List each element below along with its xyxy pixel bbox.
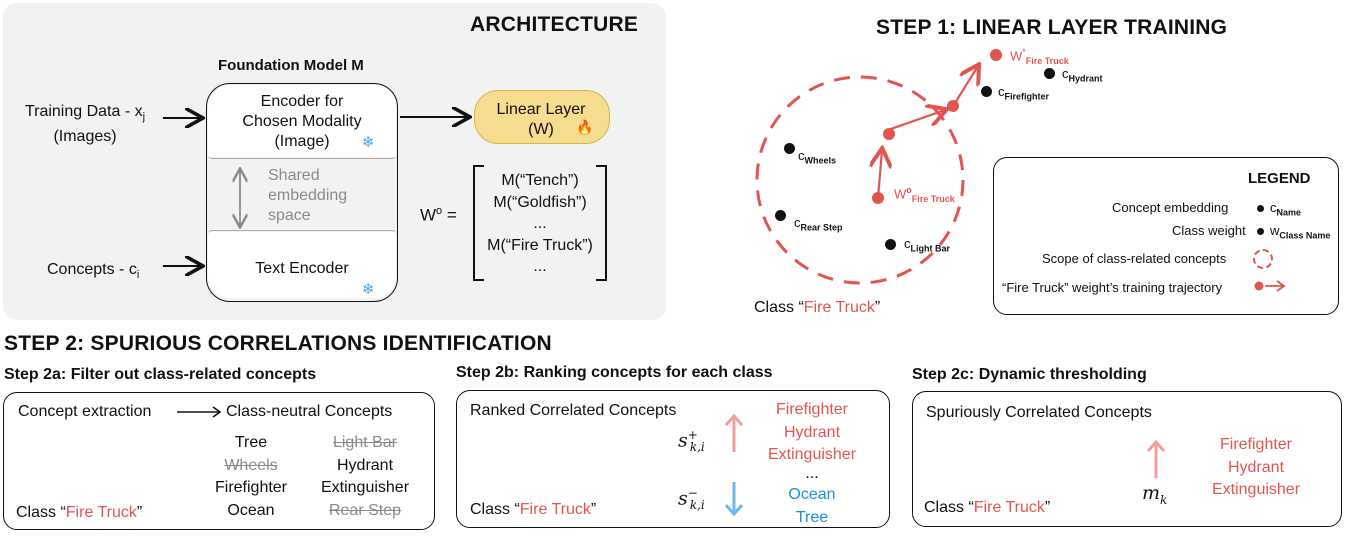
fire-icon: 🔥 — [576, 119, 594, 135]
architecture-arrows — [163, 0, 607, 281]
text-encoder-fill — [208, 232, 396, 298]
legend-concept-dot — [1257, 205, 1264, 212]
w-star-label: W*Fire Truck — [1010, 47, 1069, 66]
legend-scope: Scope of class-related concepts — [1042, 251, 1227, 266]
s-plus-label: s+k,i — [678, 428, 705, 455]
legend-concept-embedding: Concept embedding — [1112, 200, 1229, 215]
legend-title: LEGEND — [1248, 170, 1311, 187]
training-data-label: Training Data - xj (Images) — [24, 103, 146, 146]
w-star-point — [990, 49, 1002, 61]
step2b-box — [456, 390, 890, 528]
w0-point-label: WoFire Truck — [894, 185, 955, 204]
linear-layer-box — [474, 90, 610, 144]
firefighter-point — [981, 86, 992, 97]
step1-diagram — [755, 40, 1020, 285]
rear-step-point — [775, 210, 786, 221]
legend-weight-symbol: wClass Name — [1270, 223, 1331, 241]
text-encoder-divider — [208, 230, 396, 234]
step1-title: STEP 1: LINEAR LAYER TRAINING — [876, 16, 1228, 39]
ranked-heading: Ranked Correlated Concepts — [470, 402, 677, 419]
step2b-bottom-concepts: Ocean Tree — [788, 486, 836, 526]
hydrant-label: cHydrant — [1062, 66, 1103, 84]
rank-arrows — [724, 413, 744, 517]
step2b-title: Step 2b: Ranking concepts for each class — [456, 364, 773, 381]
step2a-title: Step 2a: Filter out class-related concep… — [4, 366, 317, 383]
spurious-heading: Spuriously Correlated Concepts — [926, 404, 1152, 421]
shared-embedding-label: Shared embedding space — [268, 167, 348, 224]
legend-trajectory-icon — [1254, 280, 1286, 292]
text-encoder-label: Text Encoder — [255, 260, 349, 277]
step1-class-label: Class “Fire Truck” — [754, 299, 881, 316]
encoder-divider — [208, 155, 396, 159]
extraction-arrow-icon — [177, 406, 222, 418]
w0-point — [872, 192, 884, 204]
light-bar-point — [885, 239, 896, 250]
step2b-class-label: Class “Fire Truck” — [470, 501, 597, 518]
step2c-box — [912, 391, 1342, 527]
step2a-class-label: Class “Fire Truck” — [16, 504, 143, 521]
step2b-top-concepts: Firefighter Hydrant Extinguisher — [767, 401, 857, 463]
legend-concept-symbol: cName — [1270, 200, 1302, 218]
w0-label: Wo = — [420, 205, 457, 225]
encoder-label: Encoder for Chosen Modality (Image) — [242, 93, 362, 150]
step2a-box — [3, 392, 435, 530]
legend-scope-icon — [1253, 249, 1273, 269]
step2-title: STEP 2: SPURIOUS CORRELATIONS IDENTIFICA… — [4, 332, 552, 355]
concept-extraction-label: Concept extraction — [18, 403, 152, 420]
m-k-label: mk — [1142, 482, 1168, 507]
trajectory-point-2 — [883, 128, 895, 140]
hydrant-point — [1044, 68, 1055, 79]
rear-step-label: cRear Step — [794, 215, 843, 233]
step2a-right-column: Light Bar Hydrant Extinguisher Rear Step — [320, 434, 410, 519]
wheels-point — [784, 143, 795, 154]
concepts-label: Concepts - ci — [47, 261, 140, 282]
s-minus-label: s−k,i — [678, 486, 705, 513]
step2b-ellipsis: ... — [805, 465, 819, 482]
step2c-concepts: Firefighter Hydrant Extinguisher — [1211, 436, 1301, 498]
legend-class-weight: Class weight — [1172, 223, 1246, 238]
step2a-left-column: Tree Wheels Firefighter Ocean — [214, 434, 288, 519]
snowflake-icon: ❄ — [362, 134, 375, 151]
trajectory-point-3 — [947, 100, 959, 112]
foundation-model-box — [206, 83, 398, 302]
step2c-class-label: Class “Fire Truck” — [924, 499, 1051, 516]
model-label: Foundation Model M — [218, 57, 364, 74]
snowflake-icon: ❄ — [362, 281, 375, 298]
w0-matrix: M(“Tench”) M(“Goldfish”) ... M(“Fire Tru… — [487, 172, 593, 275]
encoder-fill — [208, 85, 396, 157]
linear-layer-label: Linear Layer (W) — [496, 101, 586, 138]
step2c-title: Step 2c: Dynamic thresholding — [912, 366, 1147, 383]
threshold-arrow — [1146, 439, 1166, 478]
legend-weight-dot — [1257, 228, 1264, 235]
architecture-title: ARCHITECTURE — [470, 13, 639, 36]
class-neutral-label: Class-neutral Concepts — [226, 403, 393, 420]
legend-trajectory: “Fire Truck” weight’s training trajector… — [1002, 280, 1223, 295]
wheels-label: cWheels — [798, 148, 837, 166]
light-bar-label: cLight Bar — [904, 236, 950, 254]
firefighter-label: cFirefighter — [998, 84, 1050, 102]
